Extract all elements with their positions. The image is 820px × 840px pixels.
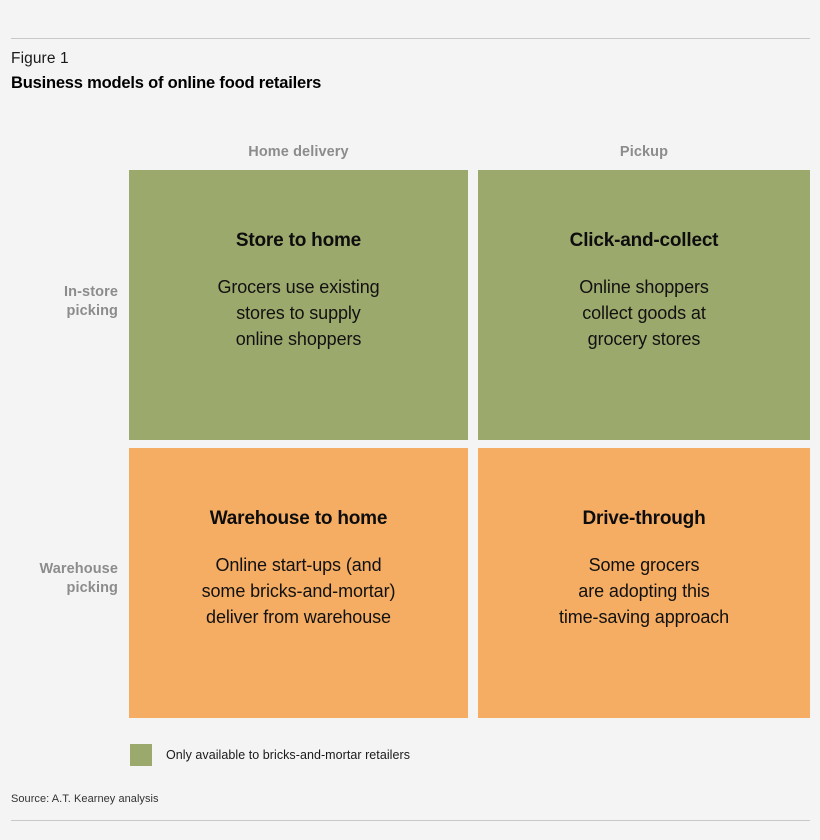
description-line-1: Online shoppers — [579, 276, 709, 297]
quadrant-description: Some grocers are adopting this time-savi… — [549, 553, 739, 631]
quadrant-description: Online start-ups (and some bricks-and-mo… — [192, 553, 406, 631]
description-line-2: are adopting this — [578, 580, 710, 601]
description-line-1: Online start-ups (and — [215, 554, 382, 575]
quadrant-warehouse-to-home: Warehouse to home Online start-ups (and … — [129, 448, 468, 718]
quadrant-drive-through: Drive-through Some grocers are adopting … — [478, 448, 810, 718]
quadrant-description: Online shoppers collect goods at grocery… — [569, 275, 719, 353]
row-header-line-1: In-store — [64, 284, 118, 300]
description-line-3: time-saving approach — [558, 606, 730, 627]
description-line-2: some bricks-and-mortar) — [201, 580, 396, 601]
quadrant-click-and-collect: Click-and-collect Online shoppers collec… — [478, 170, 810, 440]
quadrant-description: Grocers use existing stores to supply on… — [207, 275, 389, 353]
footer-divider — [11, 820, 810, 821]
column-header-pickup: Pickup — [619, 144, 669, 160]
description-line-2: stores to supply — [236, 302, 361, 323]
description-line-3: grocery stores — [587, 328, 701, 349]
row-header-in-store-picking: In-store picking — [0, 283, 118, 320]
source-note: Source: A.T. Kearney analysis — [11, 793, 159, 805]
description-line-1: Some grocers — [588, 554, 700, 575]
column-header-home-delivery: Home delivery — [248, 144, 349, 160]
figure-label: Figure 1 — [11, 50, 69, 67]
quadrant-title: Drive-through — [582, 508, 706, 529]
quadrant-title: Click-and-collect — [569, 230, 719, 251]
description-line-1: Grocers use existing — [217, 276, 380, 297]
legend-swatch-green — [130, 744, 152, 766]
quadrant-store-to-home: Store to home Grocers use existing store… — [129, 170, 468, 440]
business-model-matrix: Home delivery Pickup In-store picking Wa… — [39, 144, 810, 718]
quadrant-title: Store to home — [235, 230, 362, 251]
description-line-2: collect goods at — [582, 302, 706, 323]
legend: Only available to bricks-and-mortar reta… — [130, 744, 410, 766]
quadrant-title: Warehouse to home — [209, 508, 388, 529]
row-header-line-2: picking — [66, 302, 118, 319]
row-header-line-2: picking — [66, 579, 118, 596]
description-line-3: deliver from warehouse — [206, 606, 391, 627]
header-divider — [11, 38, 810, 39]
page-title: Business models of online food retailers — [11, 74, 322, 92]
row-header-line-1: Warehouse — [39, 561, 118, 577]
row-header-warehouse-picking: Warehouse picking — [0, 560, 118, 597]
legend-label: Only available to bricks-and-mortar reta… — [166, 748, 411, 762]
description-line-3: online shoppers — [235, 328, 362, 349]
